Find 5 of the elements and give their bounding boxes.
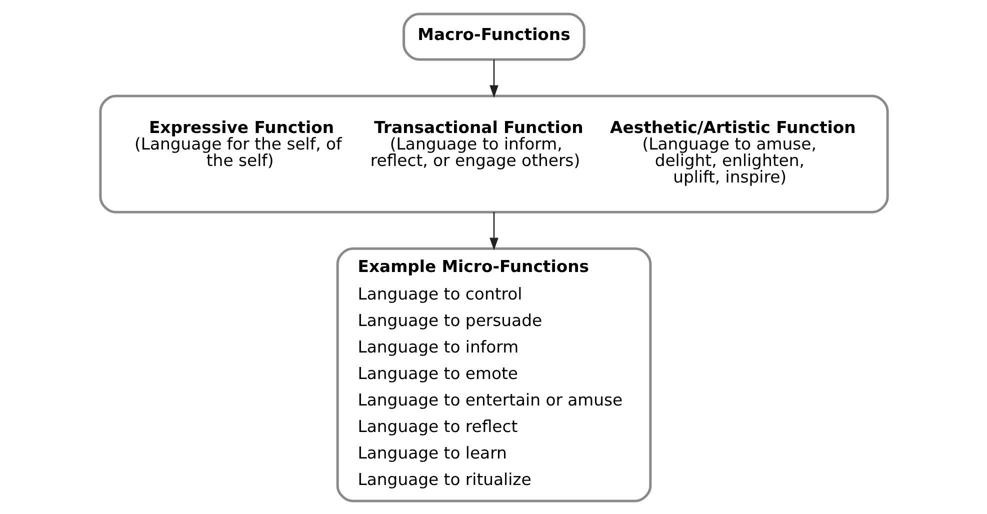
node-box: Expressive Function (Language for the self, of the self) Transactional Function (Language to inform, reflect, or engage others) Aesthetic/Artistic Function (Language to amuse, delight, enlighten, uplift, inspire): [98, 94, 888, 213]
node-box: Macro-Functions: [402, 12, 585, 60]
arrow: [489, 59, 498, 98]
arrow: [489, 212, 498, 250]
node-box: Example Micro-Functions Language to control Language to persuade Language to inform Language to emote Language to entertain or amuse Language to reflect Language to learn Language to ritualize: [336, 246, 652, 502]
